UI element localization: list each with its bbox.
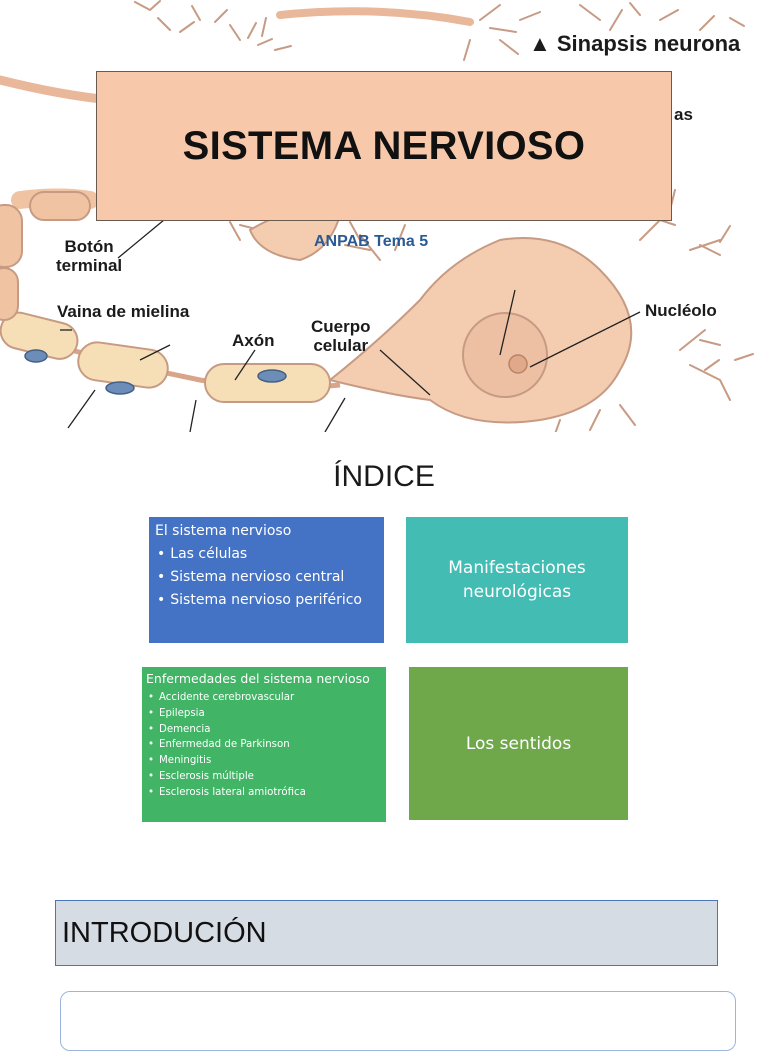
index-card-diseases[interactable]: Enfermedades del sistema nervioso Accide… xyxy=(142,667,386,822)
list-item: Sistema nervioso central xyxy=(155,566,378,589)
title-box: SISTEMA NERVIOSO xyxy=(96,71,672,221)
neuron-drawing xyxy=(0,0,754,432)
synapse-label: ▲ Sinapsis neurona xyxy=(529,31,741,56)
list-item: Accidente cerebrovascular xyxy=(146,690,382,706)
list-item: Esclerosis múltiple xyxy=(146,769,382,785)
list-item: Meningitis xyxy=(146,753,382,769)
index-heading: ÍNDICE xyxy=(333,460,435,493)
list-item: Las células xyxy=(155,543,378,566)
index-card-neurological-manifestations[interactable]: Manifestaciones neurológicas xyxy=(406,517,628,643)
card-title: Los sentidos xyxy=(465,733,572,754)
axon-label: Axón xyxy=(232,331,275,350)
card-title: Enfermedades del sistema nervioso xyxy=(146,671,370,686)
myelin-sheath-label: Vaina de mielina xyxy=(57,302,190,321)
terminal-button-label: Botón terminal xyxy=(56,237,123,275)
index-card-senses[interactable]: Los sentidos xyxy=(409,667,628,820)
list-item: Sistema nervioso periférico xyxy=(155,589,378,612)
intro-heading: INTRODUCIÓN xyxy=(62,916,267,949)
card-title: Manifestaciones neurológicas xyxy=(448,558,586,602)
page-title: SISTEMA NERVIOSO xyxy=(182,123,586,168)
list-item: Demencia xyxy=(146,722,382,738)
intro-heading-bar: INTRODUCIÓN xyxy=(55,900,718,966)
neuron-illustration: ▲ Sinapsis neurona as Botón terminal Vai… xyxy=(0,0,768,432)
index-card-nervous-system[interactable]: El sistema nervioso Las células Sistema … xyxy=(149,517,384,643)
card-list: Las células Sistema nervioso central Sis… xyxy=(155,543,378,612)
list-item: Epilepsia xyxy=(146,706,382,722)
list-item: Esclerosis lateral amiotrófica xyxy=(146,785,382,801)
intro-content-box xyxy=(60,991,736,1051)
card-list: Accidente cerebrovascular Epilepsia Deme… xyxy=(146,690,382,801)
page-subtitle: ANPAB Tema 5 xyxy=(314,233,429,250)
list-item: Enfermedad de Parkinson xyxy=(146,737,382,753)
card-title: El sistema nervioso xyxy=(155,523,292,539)
partial-label: as xyxy=(674,105,693,124)
nucleolus-label: Nucléolo xyxy=(645,301,717,320)
cell-body-label: Cuerpo celular xyxy=(311,317,371,355)
